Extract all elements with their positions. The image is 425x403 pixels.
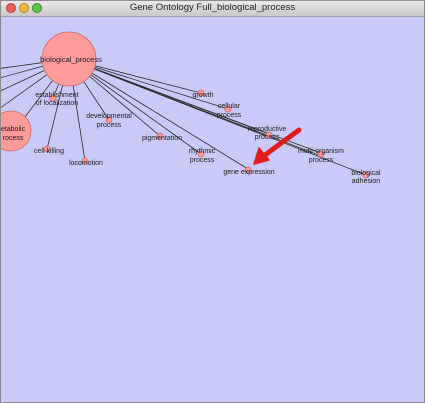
label-gene-expression: gene expression — [223, 169, 274, 176]
node-growth[interactable] — [197, 89, 205, 97]
node-biological-adhesion[interactable] — [362, 171, 370, 179]
label-multi-organism-line1: multi-organism — [298, 148, 344, 155]
label-rhythmic-line1: rhythmic — [189, 148, 216, 155]
node-locomotion[interactable] — [81, 157, 89, 165]
node-metabolic-process[interactable] — [1, 110, 32, 152]
node-cell-killing[interactable] — [43, 145, 51, 153]
label-biological-adhesion-line1: biological — [351, 170, 381, 177]
label-rhythmic-line2: process — [190, 157, 215, 164]
arrow-shaft-icon — [262, 127, 302, 158]
label-locomotion: locomotion — [69, 160, 103, 167]
close-window-button[interactable] — [6, 3, 16, 13]
label-developmental-line1: developmental — [86, 113, 132, 120]
label-developmental-line2: process — [97, 122, 122, 129]
edge-root-cellular — [68, 58, 229, 110]
node-cellular-process[interactable] — [224, 105, 232, 113]
node-establishment-of-localization[interactable] — [49, 94, 57, 102]
node-gene-expression[interactable] — [244, 166, 252, 174]
label-cellular-line1: cellular — [218, 103, 241, 110]
node-pigmentation[interactable] — [156, 132, 164, 140]
label-biological-process: biological_process — [40, 55, 102, 64]
label-establishment-line1: establishment — [35, 92, 78, 99]
ontology-graph[interactable]: biological_process etabolic rocess estab… — [1, 17, 424, 402]
annotation-arrow — [253, 127, 302, 165]
label-establishment-line2: of localization — [36, 100, 79, 107]
title-bar[interactable]: Gene Ontology Full_biological_process — [1, 1, 424, 17]
node-reproductive-process[interactable] — [265, 131, 273, 139]
node-biological-process[interactable] — [41, 31, 97, 87]
node-rhythmic-process[interactable] — [197, 150, 205, 158]
label-reproductive-line2: process — [255, 134, 280, 141]
label-growth: growth — [192, 92, 213, 99]
label-cellular-line2: process — [217, 112, 242, 119]
window-title: Gene Ontology Full_biological_process — [129, 2, 296, 13]
edge-root-multi-organism-2 — [68, 58, 322, 157]
node-developmental-process[interactable] — [105, 116, 113, 124]
label-cell-killing: cell killing — [34, 148, 64, 155]
label-multi-organism-line2: process — [309, 157, 334, 164]
label-biological-adhesion-line2: adhesion — [352, 178, 381, 185]
label-reproductive-line1: reproductive — [248, 126, 287, 133]
graph-labels: biological_process etabolic rocess estab… — [1, 55, 381, 185]
arrow-head-icon — [253, 147, 270, 165]
minimize-window-button[interactable] — [19, 3, 29, 13]
zoom-window-button[interactable] — [32, 3, 42, 13]
graph-canvas[interactable]: biological_process etabolic rocess estab… — [1, 17, 424, 402]
edge-root-multi-organism — [68, 58, 322, 154]
label-metabolic-line1: etabolic — [1, 126, 26, 133]
graph-nodes[interactable] — [1, 31, 370, 179]
label-metabolic-line2: rocess — [3, 135, 24, 142]
label-pigmentation: pigmentation — [142, 135, 182, 142]
edge-root-gene-expression — [68, 58, 249, 170]
node-multi-organism-process[interactable] — [317, 150, 325, 158]
